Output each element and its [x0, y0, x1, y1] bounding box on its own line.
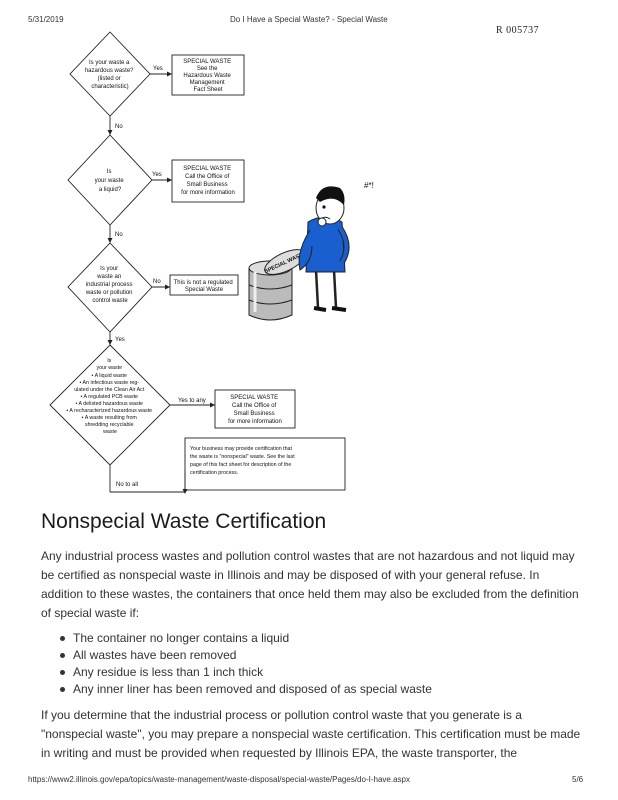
print-page-title: Do I Have a Special Waste? - Special Was…	[230, 15, 388, 24]
yes1-label: Yes	[153, 66, 163, 72]
yes4-label: Yes to any	[178, 398, 206, 404]
list-item: Any inner liner has been removed and dis…	[60, 681, 432, 698]
box2-text: SPECIAL WASTE Call the Office of Small B…	[181, 166, 235, 196]
cartoon-man-with-drum-illustration: SPECIAL WASTE #*!	[248, 181, 374, 321]
box3-text: This is not a regulated Special Waste	[174, 280, 235, 293]
q2-text: Is your waste a liquid?	[95, 169, 126, 193]
intro-paragraph: Any industrial process wastes and pollut…	[41, 549, 579, 620]
box-special-hazardous	[171, 54, 245, 96]
diamond-q1	[69, 31, 151, 117]
yes3-label: Yes	[115, 337, 125, 343]
box-special-any	[214, 389, 296, 429]
box-special-liquid	[171, 159, 245, 203]
print-date: 5/31/2019	[28, 15, 64, 24]
box5-text: Your business may provide certification …	[190, 446, 296, 476]
special-waste-flowchart: Is your waste a hazardous waste? (listed…	[49, 31, 374, 494]
bates-number: R 005737	[496, 25, 540, 36]
no2-label: No	[115, 232, 123, 238]
q1-text: Is your waste a hazardous waste? (listed…	[85, 60, 135, 90]
box-certification	[184, 437, 346, 491]
certification-paragraph: If you determine that the industrial pro…	[41, 708, 581, 760]
container-exclusion-list: The container no longer contains a liqui…	[60, 630, 432, 698]
yes2-label: Yes	[152, 172, 162, 178]
list-item: Any residue is less than 1 inch thick	[60, 664, 432, 681]
cartoon-exclamation: #*!	[364, 181, 374, 190]
footer-page-number: 5/6	[572, 775, 584, 784]
no3-label: No	[153, 279, 161, 285]
no4-label: No to all	[116, 482, 138, 488]
section-title: Nonspecial Waste Certification	[41, 510, 327, 533]
no1-label: No	[115, 124, 123, 130]
box1-text: SPECIAL WASTE See the Hazardous Waste Ma…	[183, 59, 233, 93]
box4-text: SPECIAL WASTE Call the Office of Small B…	[228, 395, 282, 425]
list-item: All wastes have been removed	[60, 647, 432, 664]
list-item: The container no longer contains a liqui…	[60, 630, 432, 647]
q3-text: Is your waste an industrial process wast…	[85, 266, 134, 304]
q4-text: Is your waste • A liquid waste • An infe…	[66, 358, 153, 435]
footer-url: https://www2.illinois.gov/epa/topics/was…	[28, 775, 410, 784]
box-not-regulated	[169, 274, 239, 296]
